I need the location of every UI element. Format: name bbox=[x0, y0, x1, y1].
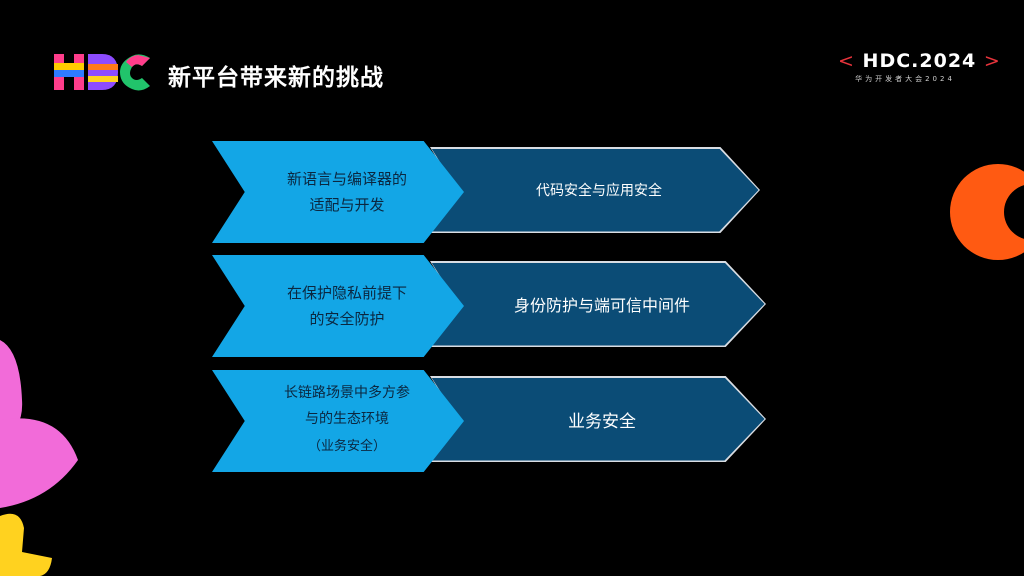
challenge-row-3: 长链路场景中多方参 与的生态环境 （业务安全） 业务安全 bbox=[212, 370, 772, 472]
challenge-row-2: 在保护隐私前提下 的安全防护 身份防护与端可信中间件 bbox=[212, 255, 772, 357]
result-chevron: 身份防护与端可信中间件 bbox=[430, 261, 766, 347]
bracket-left: < bbox=[838, 50, 855, 72]
challenge-note: （业务安全） bbox=[307, 439, 386, 454]
challenge-line: 长链路场景中多方参 bbox=[284, 385, 410, 401]
brand-subtitle: 华为开发者大会2024 bbox=[855, 75, 955, 83]
challenge-chevron: 新语言与编译器的 适配与开发 bbox=[212, 141, 464, 243]
orange-c-decoration-icon bbox=[950, 164, 1024, 260]
challenge-chevron: 在保护隐私前提下 的安全防护 bbox=[212, 255, 464, 357]
page-title: 新平台带来新的挑战 bbox=[168, 65, 384, 91]
challenge-text: 长链路场景中多方参 与的生态环境 （业务安全） bbox=[272, 380, 422, 462]
challenge-text: 在保护隐私前提下 的安全防护 bbox=[272, 280, 422, 332]
hdc-2024-brand-mark: < HDC.2024 > 华为开发者大会2024 bbox=[838, 50, 1000, 84]
challenge-row-1: 新语言与编译器的 适配与开发 代码安全与应用安全 bbox=[212, 141, 772, 243]
brand-name: HDC.2024 bbox=[862, 50, 977, 72]
challenge-line: 在保护隐私前提下 bbox=[286, 284, 407, 302]
yellow-shape-decoration-icon bbox=[0, 513, 52, 576]
result-text: 代码安全与应用安全 bbox=[536, 183, 662, 199]
challenge-line: 的安全防护 bbox=[309, 310, 385, 328]
challenge-line: 适配与开发 bbox=[309, 196, 385, 214]
result-text: 身份防护与端可信中间件 bbox=[513, 296, 690, 315]
result-chevron: 业务安全 bbox=[430, 376, 766, 462]
challenge-chevron: 长链路场景中多方参 与的生态环境 （业务安全） bbox=[212, 370, 464, 472]
result-text: 业务安全 bbox=[568, 411, 636, 432]
hdc-logo-icon bbox=[54, 54, 150, 91]
challenge-line: 与的生态环境 bbox=[305, 411, 389, 427]
result-chevron: 代码安全与应用安全 bbox=[430, 147, 760, 233]
challenge-line: 新语言与编译器的 bbox=[286, 170, 407, 188]
challenge-text: 新语言与编译器的 适配与开发 bbox=[272, 166, 422, 218]
bracket-right: > bbox=[983, 50, 1001, 72]
pink-petal-decoration-icon bbox=[0, 340, 78, 508]
